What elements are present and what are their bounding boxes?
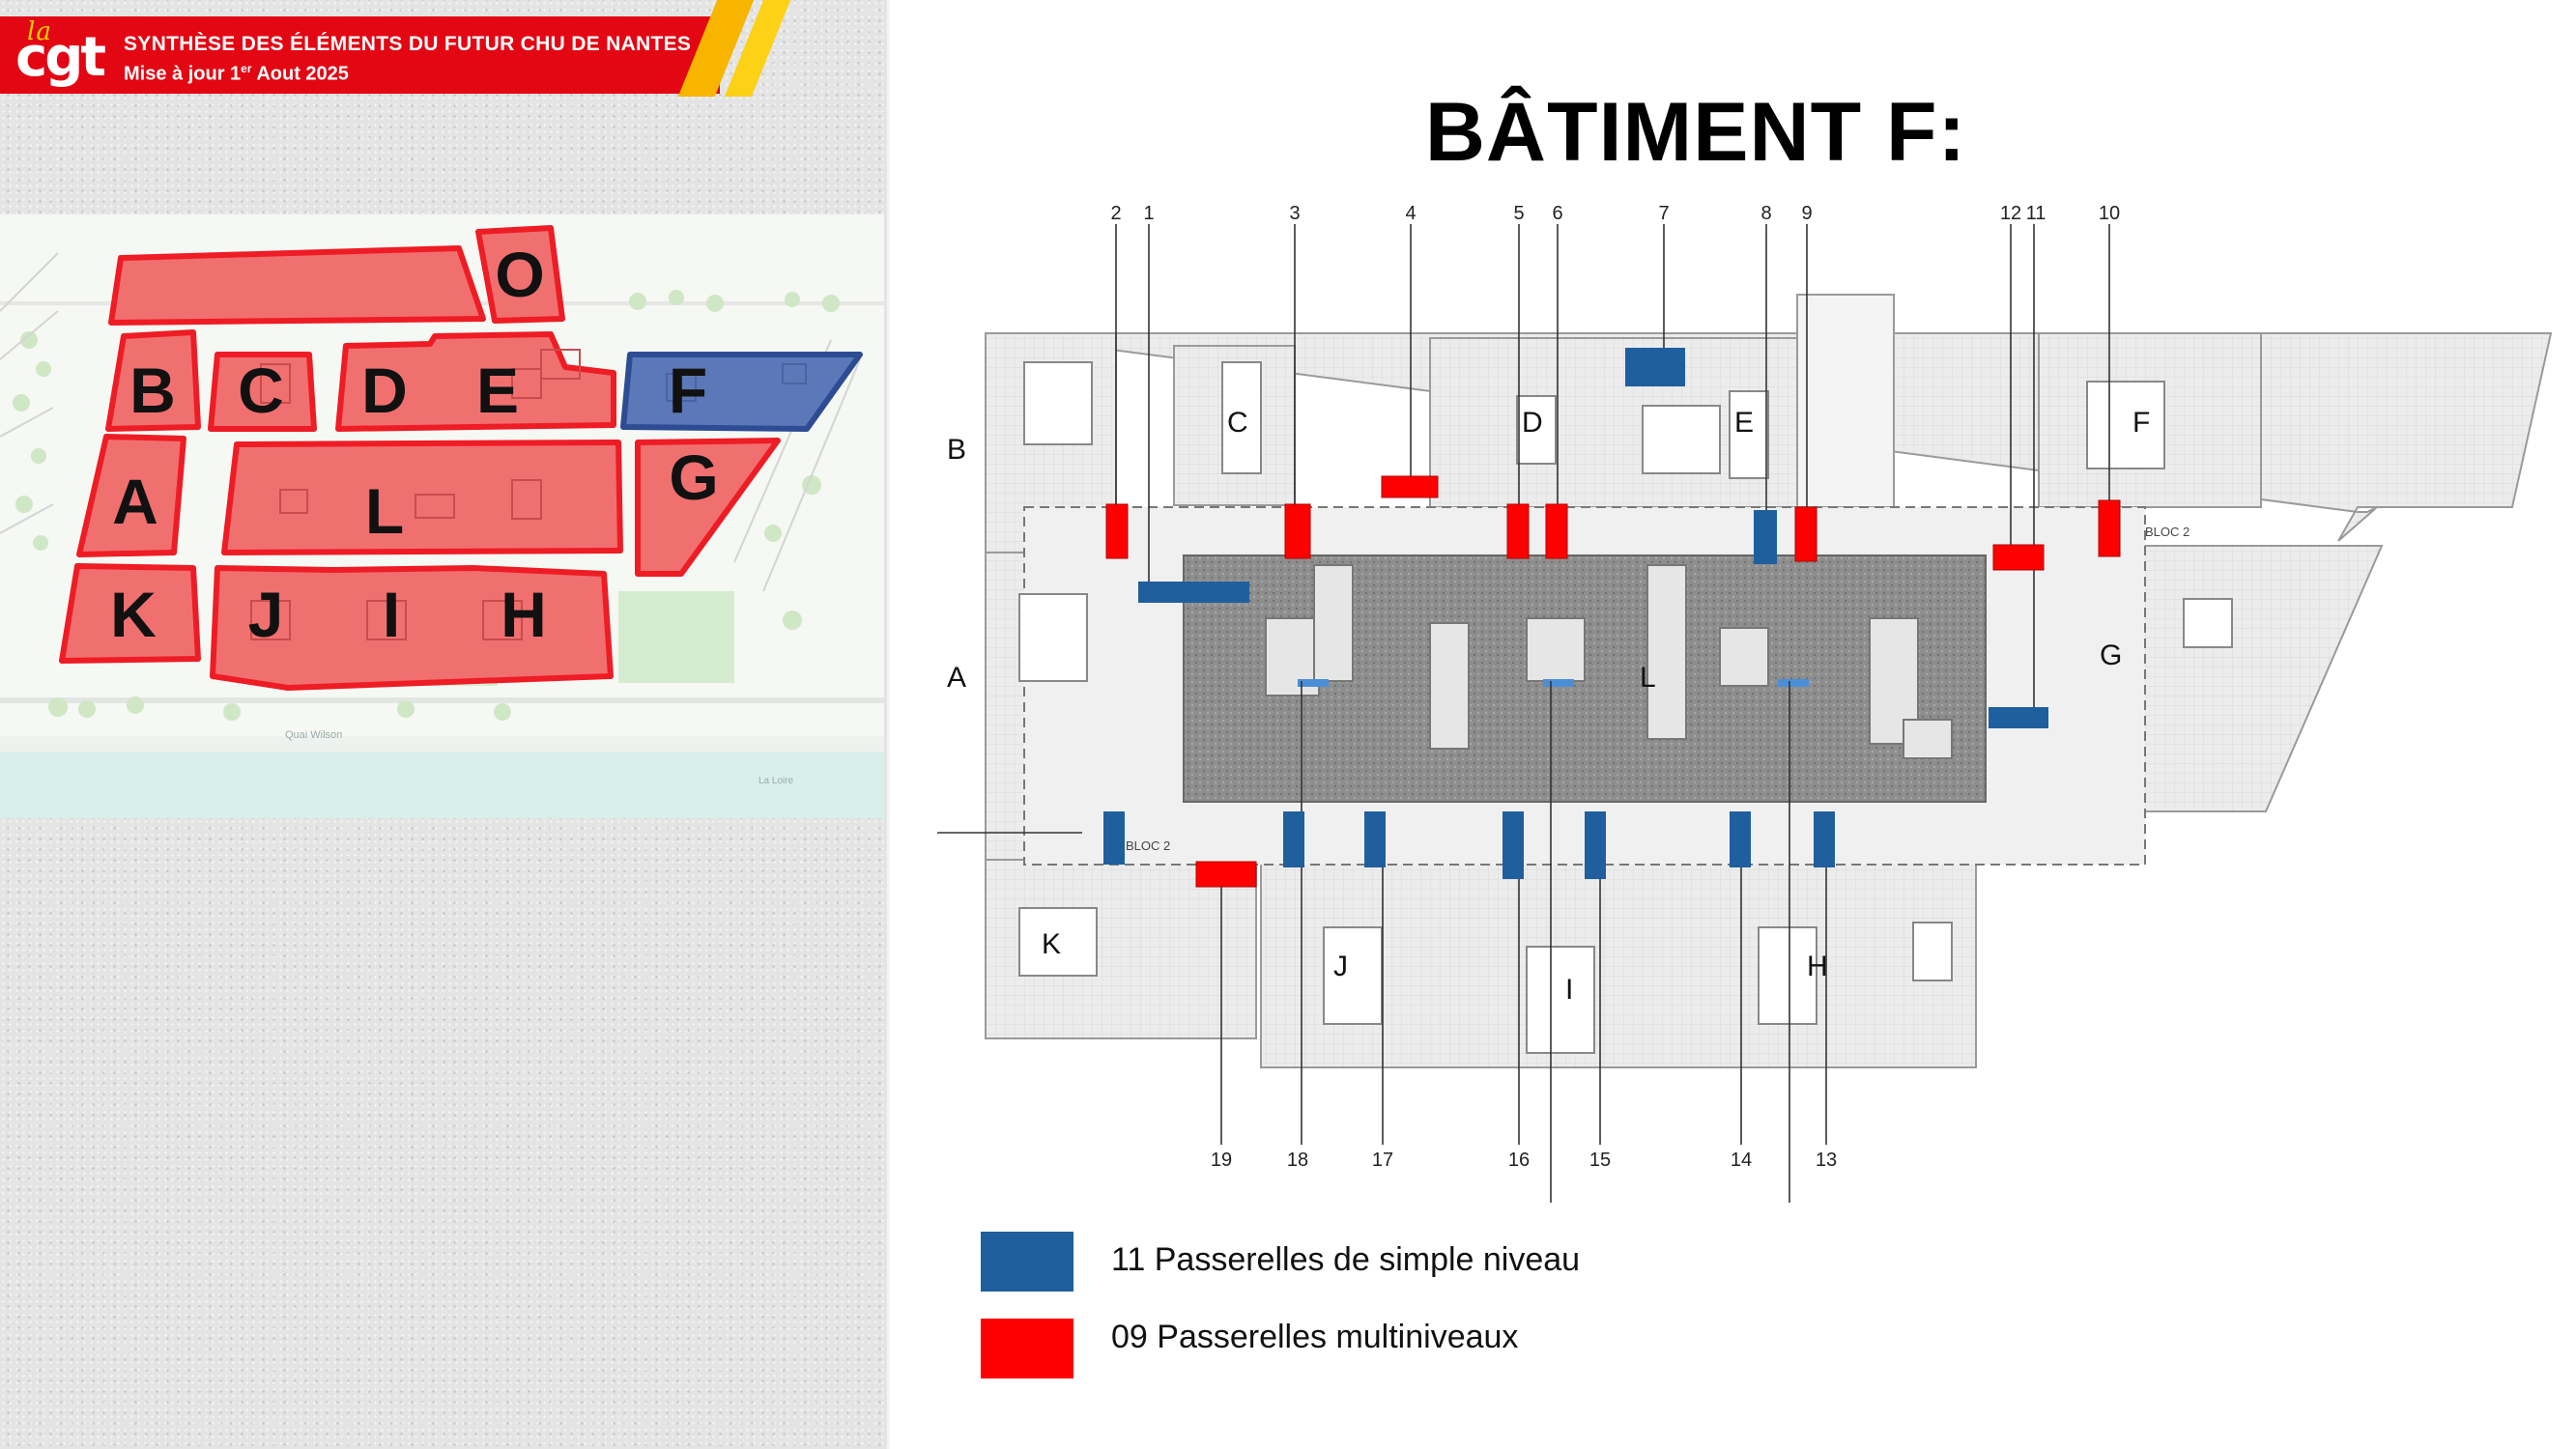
- building-shape-jih: [210, 565, 614, 691]
- callout-number: 12: [2000, 203, 2021, 224]
- plan-bloc-label: BLOC 2: [2145, 525, 2190, 539]
- header-title: SYNTHÈSE DES ÉLÉMENTS DU FUTUR CHU DE NA…: [124, 33, 692, 55]
- callout-number: 3: [1289, 203, 1300, 224]
- cgt-logo-la: la: [27, 17, 52, 46]
- callout-number: 18: [1287, 1150, 1308, 1171]
- map-label-l: L: [365, 475, 404, 547]
- cgt-logo: cgt: [15, 26, 106, 89]
- header-banner: [0, 16, 720, 94]
- building-shape-b: [105, 329, 201, 432]
- legend-swatch-multi-level: [981, 1319, 1073, 1378]
- callout-number: 10: [2099, 203, 2120, 224]
- walkway-8: [1754, 510, 1777, 564]
- building-shape-c: [208, 352, 317, 432]
- plan-tower: [1796, 294, 1895, 508]
- river-label: La Loire: [758, 776, 794, 786]
- legend-label-multi-level: 09 Passerelles multiniveaux: [1111, 1319, 1519, 1355]
- map-label-b: B: [129, 355, 176, 426]
- header-update-date: Mise à jour 1er Aout 2025: [124, 62, 349, 85]
- legend-label-single-level: 11 Passerelles de simple niveau: [1111, 1241, 1581, 1278]
- plan-label-a: A: [947, 662, 966, 694]
- building-shape-o: [475, 225, 565, 324]
- walkway-13: [1814, 811, 1835, 867]
- plan-label-g: G: [2100, 639, 2122, 671]
- callout-number: 19: [1211, 1150, 1232, 1171]
- callout-number: 16: [1508, 1150, 1530, 1171]
- walkway-12: [1992, 544, 2045, 571]
- walkway-2b: [1103, 811, 1125, 865]
- callout-number: 5: [1513, 203, 1524, 224]
- callout-number: 8: [1760, 203, 1771, 224]
- river: [0, 752, 884, 818]
- map-label-i: I: [383, 579, 400, 650]
- legend-swatch-single-level: [981, 1232, 1073, 1292]
- callout-number: 7: [1658, 203, 1669, 224]
- page-title: BÂTIMENT F:: [1424, 86, 1967, 179]
- map-label-o: O: [495, 239, 544, 310]
- callout-number: 4: [1405, 203, 1416, 224]
- building-shape-k: [59, 563, 201, 664]
- walkway-3: [1284, 503, 1311, 559]
- walkway-16: [1503, 811, 1524, 879]
- map-label-h: H: [501, 579, 547, 650]
- building-shape-a: [76, 434, 186, 557]
- walkway-4: [1381, 475, 1439, 498]
- callout-number: 9: [1801, 203, 1812, 224]
- site-map: Quai Wilson La Loire O B C D E F A L G K…: [0, 214, 884, 818]
- map-label-c: C: [238, 355, 284, 426]
- walkway-5: [1506, 503, 1530, 559]
- walkway-2: [1105, 503, 1129, 559]
- walkway-7: [1625, 348, 1685, 386]
- map-label-e: E: [476, 355, 519, 426]
- map-label-j: J: [248, 579, 284, 650]
- building-shape-l: [221, 440, 623, 555]
- map-label-k: K: [110, 579, 157, 650]
- callout-number: 17: [1372, 1150, 1393, 1171]
- plan-bloc-label: BLOC 2: [1126, 838, 1170, 853]
- callout-number: 11: [2026, 203, 2046, 224]
- panel-divider: [887, 0, 890, 1449]
- map-label-g: G: [669, 441, 718, 513]
- plan-label-i: I: [1565, 974, 1573, 1006]
- floor-plan: 2 1 3 4 5 6 7 8 9 12 11 10 19 18 17 16 1…: [937, 203, 2553, 1203]
- plan-label-d: D: [1522, 407, 1543, 439]
- plan-label-b: B: [947, 434, 966, 466]
- plan-label-f: F: [2132, 407, 2150, 439]
- walkway-19: [1195, 861, 1257, 888]
- walkway-11: [1989, 707, 2048, 728]
- walkway-1: [1138, 582, 1249, 603]
- plan-label-h: H: [1807, 951, 1828, 982]
- callout-number: 1: [1143, 203, 1154, 224]
- plan-label-j: J: [1333, 951, 1348, 982]
- callout-number: 6: [1552, 203, 1562, 224]
- walkway-17: [1364, 811, 1386, 867]
- map-label-d: D: [361, 355, 408, 426]
- map-label-f: F: [669, 355, 707, 426]
- walkway-9: [1794, 506, 1818, 562]
- walkway-14: [1730, 811, 1751, 867]
- callout-number: 14: [1731, 1150, 1752, 1171]
- walkway-18: [1283, 811, 1304, 867]
- callout-number: 2: [1110, 203, 1121, 224]
- street-label-quai: Quai Wilson: [285, 729, 342, 741]
- plan-label-k: K: [1042, 928, 1061, 960]
- plan-label-l: L: [1640, 662, 1656, 694]
- callout-number: 13: [1816, 1150, 1837, 1171]
- walkway-10: [2098, 499, 2121, 557]
- walkway-15: [1585, 811, 1606, 879]
- building-shape-de: [335, 331, 616, 432]
- callout-number: 15: [1589, 1150, 1611, 1171]
- map-label-a: A: [112, 466, 158, 537]
- building-shape-g: [635, 438, 781, 577]
- plan-label-c: C: [1227, 407, 1248, 439]
- walkway-6: [1545, 503, 1568, 559]
- plan-label-e: E: [1734, 407, 1754, 439]
- building-shape-north: [108, 245, 486, 326]
